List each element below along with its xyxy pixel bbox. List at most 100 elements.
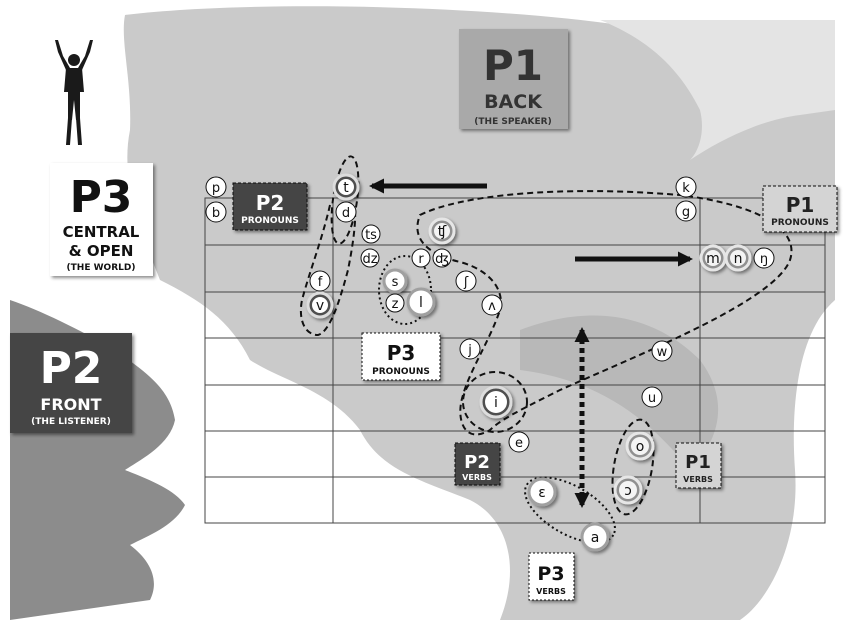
phoneme-label: e [515,436,523,451]
p1-header-line1: BACK [484,91,543,113]
phoneme-dz: dz [360,248,380,268]
phoneme-esh: ʃ [455,270,477,292]
p2-pronouns-tag-box [232,182,308,231]
p1-header-line2: (THE SPEAKER) [474,117,551,127]
phoneme-e: e [508,431,530,453]
phoneme-circle [641,386,663,408]
phoneme-circle [753,247,775,269]
phoneme-inner [312,297,328,313]
phoneme-circle [580,522,610,552]
phoneme-circle [459,338,481,360]
phoneme-inner [705,250,721,266]
phoneme-open-e: ɛ [527,477,557,507]
phoneme-label: u [648,391,656,406]
phoneme-inner [338,179,354,195]
phoneme-o: o [625,431,655,461]
phoneme-circle [455,270,477,292]
f-v-group-outline [299,204,357,337]
phoneme-dzh: ʤ [432,248,452,268]
p3-header-line2: & OPEN [69,242,134,260]
phoneme-m: m [699,244,727,272]
p3-header-line3: (THE WORLD) [67,263,136,273]
phoneme-grid [204,197,826,524]
phoneme-circle [385,293,405,313]
p1-verbs-tag-box [675,442,722,489]
phoneme-s: s [382,268,408,294]
phoneme-inner [485,391,507,413]
phoneme-label: i [494,395,498,411]
p1-pronouns-tag-small: PRONOUNS [771,218,829,228]
phoneme-r: r [411,248,431,268]
p2-verbs-tag-small: VERBS [462,473,492,482]
phoneme-label: ʤ [435,252,449,267]
phoneme-label: t [343,180,349,196]
phoneme-label: o [636,439,645,455]
phoneme-b: b [205,201,227,223]
phoneme-n: n [724,244,752,272]
person-icon [55,40,93,145]
phoneme-ts: ts [361,224,381,244]
phoneme-label: ʃ [463,275,469,290]
phoneme-label: ts [365,228,377,243]
p3-pronouns-tag-small: PRONOUNS [372,367,430,377]
phoneme-k: k [675,176,697,198]
phoneme-label: ɔ [624,483,632,499]
phoneme-label: v [316,298,324,314]
phoneme-circle [651,340,673,362]
phoneme-inner [434,223,450,239]
phoneme-circle [432,248,452,268]
phoneme-circle [361,224,381,244]
p3-header-big: P3 [70,172,133,223]
phoneme-label: m [706,251,720,267]
p2-front-header [10,333,132,433]
phoneme-circle [406,287,436,317]
phoneme-i: i [479,385,513,419]
phoneme-inner [619,481,637,499]
phoneme-label: k [682,181,690,196]
phoneme-circle [205,201,227,223]
phoneme-j: j [459,338,481,360]
phoneme-u: u [641,386,663,408]
phoneme-label: d [342,206,350,221]
phoneme-circle [309,270,331,292]
phoneme-a: a [580,522,610,552]
phoneme-circle [382,268,408,294]
phoneme-label: ʧ [438,224,447,240]
phoneme-label: a [591,530,600,546]
phoneme-f: f [309,270,331,292]
p1-pronouns-tag-box [762,185,838,233]
p3-verbs-tag-big: P3 [537,563,564,585]
phoneme-label: l [419,295,423,311]
p2-verbs-tag-big: P2 [464,452,490,473]
e-a-group-outline [524,476,616,544]
phoneme-d: d [335,201,357,223]
phoneme-label: ʌ [488,299,496,314]
phoneme-p: p [205,176,227,198]
p2-verbs-tag-box [454,442,501,486]
phoneme-eng: ŋ [753,247,775,269]
phoneme-g: g [675,200,697,222]
p1-verbs-tag-big: P1 [685,452,711,473]
p1-verbs-tag-small: VERBS [683,475,713,484]
p2-header-big: P2 [40,343,103,394]
s-z-l-group-outline [378,255,432,325]
p2-header-line2: (THE LISTENER) [31,417,111,427]
phoneme-label: ɛ [538,485,546,501]
phoneme-label: r [418,252,424,267]
p3-pronouns-tag-big: P3 [387,341,416,365]
phoneme-v: v [306,291,334,319]
p2-pronouns-tag-big: P2 [256,191,285,215]
phoneme-tsh: ʧ [428,217,456,245]
phoneme-label: s [392,275,399,290]
p3-pronouns-tag-box [361,332,441,381]
phoneme-circle [360,248,380,268]
phoneme-turned-v: ʌ [481,294,503,316]
phoneme-circle [675,176,697,198]
phoneme-circle [527,477,557,507]
phoneme-label: b [212,206,220,221]
phoneme-circle [411,248,431,268]
phoneme-inner [730,250,746,266]
